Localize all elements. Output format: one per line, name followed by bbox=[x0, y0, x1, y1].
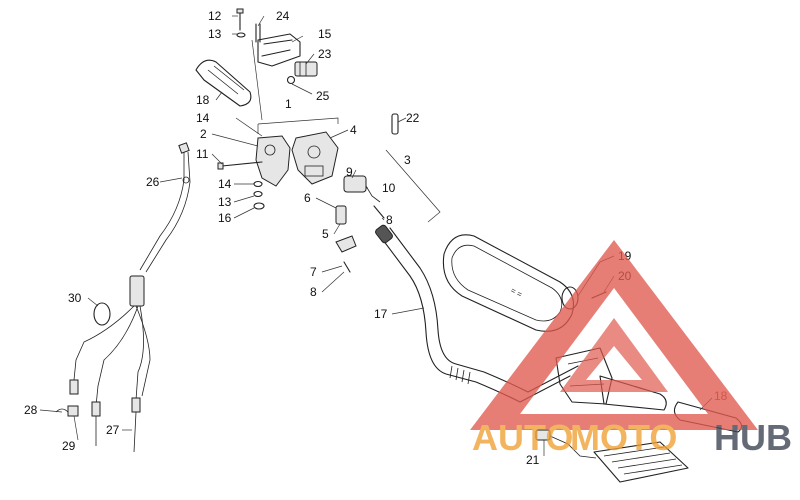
watermark-text-moto: MOTO bbox=[570, 417, 677, 458]
label-8-bottom: 8 bbox=[310, 285, 317, 299]
label-17: 17 bbox=[374, 307, 388, 321]
svg-text:= =: = = bbox=[509, 286, 524, 300]
label-14-top: 14 bbox=[196, 111, 210, 125]
part-heater-pad bbox=[593, 441, 689, 483]
part-washer-13b bbox=[253, 190, 263, 198]
label-26: 26 bbox=[146, 175, 160, 189]
part-clip-5 bbox=[335, 235, 357, 253]
label-2: 2 bbox=[200, 127, 207, 141]
label-21: 21 bbox=[526, 453, 540, 467]
part-connector-23 bbox=[294, 61, 318, 77]
part-cable-tie-30 bbox=[93, 302, 111, 326]
part-knurl-17 bbox=[449, 365, 471, 385]
part-screw-11 bbox=[217, 161, 263, 170]
bracket-1 bbox=[257, 117, 339, 134]
part-grip-18-left bbox=[195, 59, 252, 107]
part-grommet-25 bbox=[286, 75, 296, 85]
label-7: 7 bbox=[310, 265, 317, 279]
part-screw-7 bbox=[343, 261, 351, 273]
label-14-mid: 14 bbox=[218, 177, 232, 191]
label-11: 11 bbox=[196, 147, 209, 161]
label-13-mid: 13 bbox=[218, 195, 232, 209]
label-8-right: 8 bbox=[386, 213, 393, 227]
label-12: 12 bbox=[208, 9, 222, 23]
part-bar-end-17 bbox=[375, 224, 393, 244]
label-1: 1 bbox=[285, 97, 292, 111]
part-harness-26 bbox=[69, 142, 191, 453]
part-screw-12 bbox=[236, 8, 244, 31]
part-connector-28 bbox=[55, 405, 79, 417]
label-25: 25 bbox=[316, 89, 330, 103]
part-washer-14 bbox=[253, 180, 263, 188]
label-9: 9 bbox=[346, 165, 353, 179]
label-24: 24 bbox=[276, 9, 290, 23]
watermark-text-hub: HUB bbox=[714, 417, 792, 458]
part-nut-16 bbox=[253, 202, 265, 210]
label-10: 10 bbox=[382, 181, 396, 195]
part-bracket-15 bbox=[257, 33, 301, 67]
label-5: 5 bbox=[322, 227, 329, 241]
leader-15 bbox=[251, 39, 263, 121]
label-16: 16 bbox=[218, 211, 232, 225]
label-23: 23 bbox=[318, 47, 332, 61]
label-29: 29 bbox=[62, 439, 76, 453]
part-pin-22 bbox=[391, 113, 399, 135]
watermark-logo: AUTO MOTO HUB bbox=[470, 240, 792, 458]
label-4: 4 bbox=[350, 123, 357, 137]
part-screw-8a bbox=[373, 205, 385, 219]
part-pin-24 bbox=[255, 23, 261, 43]
label-18-left: 18 bbox=[196, 93, 210, 107]
part-spring-6 bbox=[335, 205, 347, 225]
part-switch-9 bbox=[343, 175, 367, 193]
label-13-top: 13 bbox=[208, 27, 222, 41]
label-3: 3 bbox=[404, 153, 411, 167]
part-wire-10 bbox=[365, 185, 381, 203]
label-27: 27 bbox=[106, 423, 120, 437]
label-30: 30 bbox=[68, 291, 82, 305]
watermark-text-auto: AUTO bbox=[472, 417, 573, 458]
label-15: 15 bbox=[318, 27, 332, 41]
part-washer-13 bbox=[236, 32, 246, 38]
label-6: 6 bbox=[304, 191, 311, 205]
label-28: 28 bbox=[24, 403, 38, 417]
part-switch-housing-4 bbox=[291, 131, 339, 185]
bracket-3 bbox=[385, 149, 441, 223]
part-switch-housing-2 bbox=[255, 135, 291, 187]
label-22: 22 bbox=[406, 111, 420, 125]
watermark-triangle-icon bbox=[470, 240, 758, 430]
